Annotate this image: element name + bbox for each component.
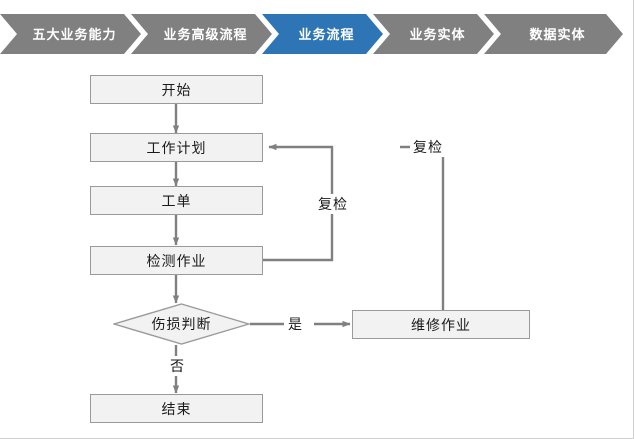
node-work-plan-label: 工作计划 xyxy=(146,139,207,156)
breadcrumb-item-2[interactable]: 业务高级流程 xyxy=(131,14,272,54)
node-work-order[interactable]: 工单 xyxy=(90,186,263,215)
breadcrumb-item-3-active[interactable]: 业务流程 xyxy=(262,14,383,54)
node-repair-label: 维修作业 xyxy=(411,316,471,333)
breadcrumb-item-5[interactable]: 数据实体 xyxy=(484,14,623,54)
node-work-plan[interactable]: 工作计划 xyxy=(90,133,263,162)
node-repair[interactable]: 维修作业 xyxy=(352,310,530,339)
breadcrumb: 五大业务能力 业务高级流程 业务流程 业务实体 数据实体 xyxy=(0,14,634,54)
node-end[interactable]: 结束 xyxy=(90,394,263,423)
breadcrumb-item-2-label: 业务高级流程 xyxy=(163,26,248,42)
edge-label-yes: 是 xyxy=(285,314,306,334)
node-inspection-label: 检测作业 xyxy=(146,252,207,269)
node-inspection[interactable]: 检测作业 xyxy=(90,246,263,275)
breadcrumb-item-4[interactable]: 业务实体 xyxy=(373,14,494,54)
node-start[interactable]: 开始 xyxy=(90,75,263,104)
edge-label-recheck-inspect: 复检 xyxy=(315,194,351,214)
breadcrumb-item-5-label: 数据实体 xyxy=(529,26,586,42)
breadcrumb-item-1[interactable]: 五大业务能力 xyxy=(0,14,141,54)
edge-label-no: 否 xyxy=(167,356,188,376)
breadcrumb-item-1-label: 五大业务能力 xyxy=(32,26,117,42)
node-damage-decision-label: 伤损判断 xyxy=(151,316,212,332)
breadcrumb-item-4-label: 业务实体 xyxy=(409,26,466,42)
edge-recheck-repair-to-plan xyxy=(400,145,445,310)
diamond-shape xyxy=(113,303,250,345)
node-start-label: 开始 xyxy=(161,81,192,98)
node-damage-decision[interactable]: 伤损判断 xyxy=(113,303,250,345)
breadcrumb-item-3-label: 业务流程 xyxy=(298,26,355,42)
edge-label-recheck-repair: 复检 xyxy=(410,137,446,157)
node-work-order-label: 工单 xyxy=(161,192,192,209)
node-end-label: 结束 xyxy=(161,400,192,417)
